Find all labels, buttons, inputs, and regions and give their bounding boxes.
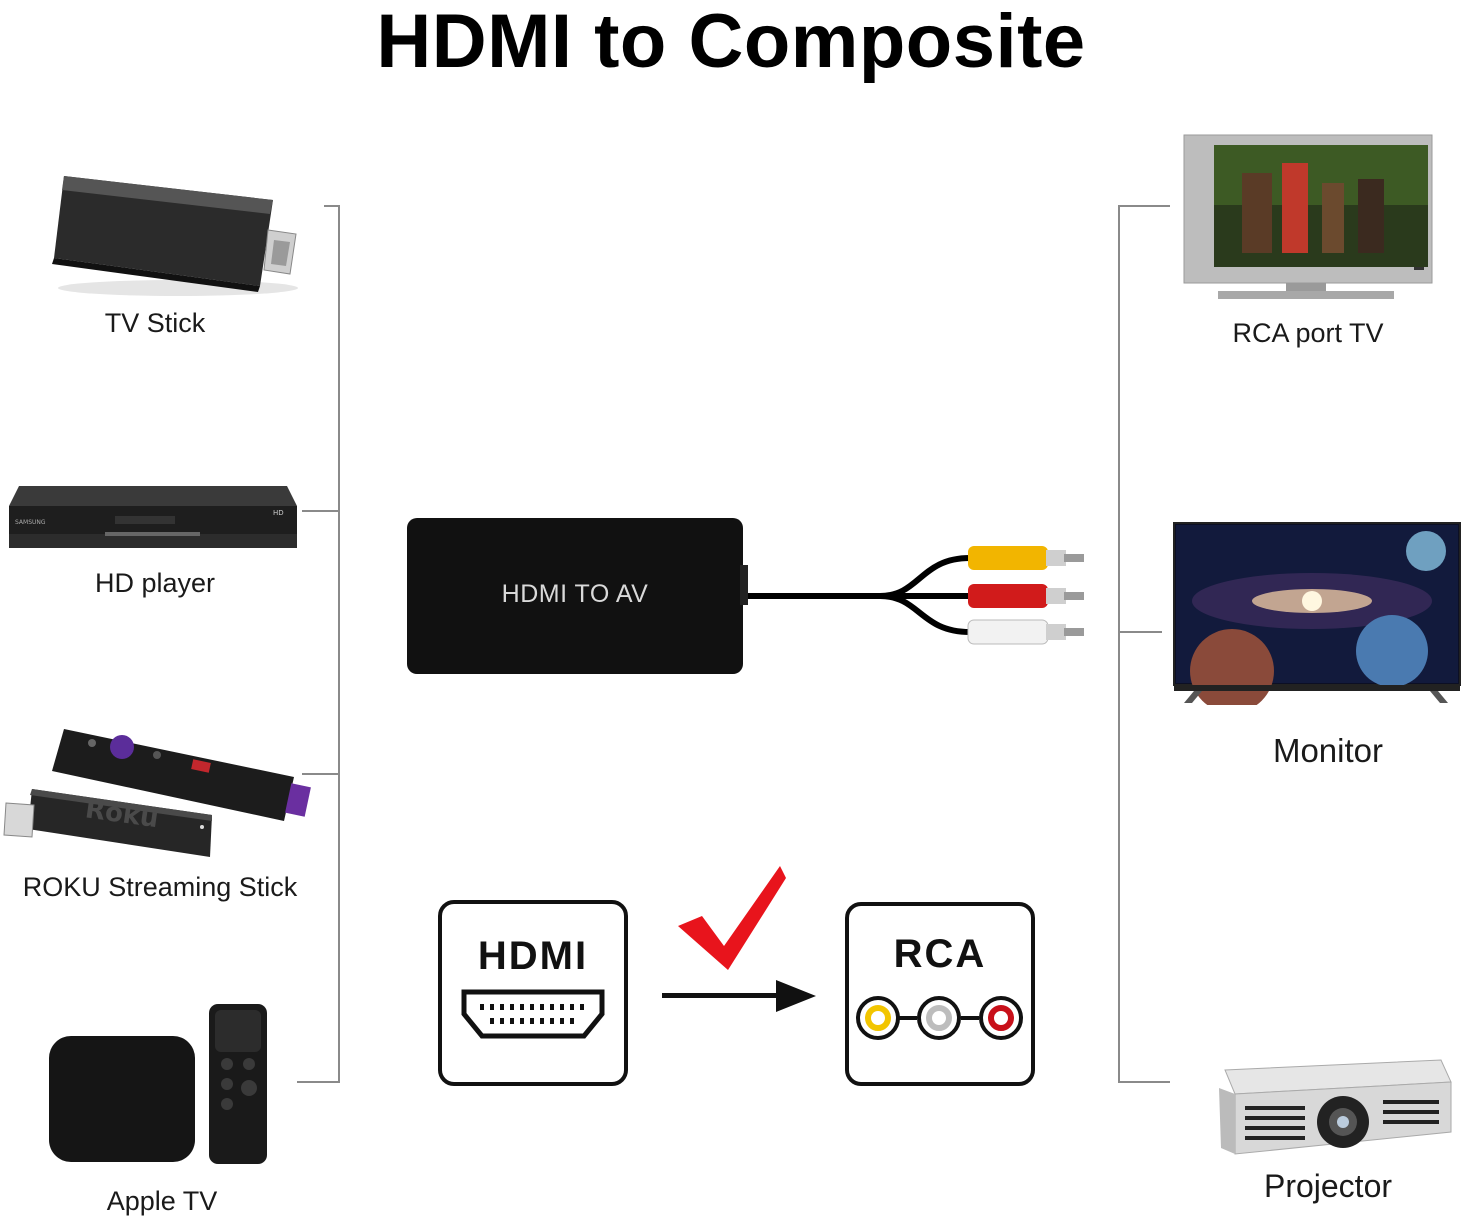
output-label-rca-tv: RCA port TV bbox=[1232, 318, 1384, 348]
svg-text:HD: HD bbox=[273, 509, 284, 517]
arrow-right-icon bbox=[662, 980, 816, 1012]
crt-tv-icon bbox=[1183, 134, 1433, 299]
rca-cables-icon bbox=[740, 546, 1084, 645]
left-bracket-tick-4 bbox=[297, 1081, 340, 1083]
rca-ports-icon bbox=[856, 996, 1023, 1040]
hdmi-port-icon bbox=[461, 989, 605, 1039]
adapter-label: HDMI TO AV bbox=[501, 580, 649, 608]
left-bracket-tick-3 bbox=[302, 773, 340, 775]
source-label-apple-tv: Apple TV bbox=[106, 1186, 218, 1216]
hdmi-to-av-adapter: HDMI TO AV bbox=[407, 518, 743, 674]
apple-tv-icon bbox=[49, 1004, 267, 1164]
right-bracket-tick-1 bbox=[1118, 205, 1170, 207]
output-label-projector: Projector bbox=[1263, 1168, 1393, 1204]
rca-box: RCA bbox=[845, 902, 1035, 1086]
right-bracket-tick-2 bbox=[1118, 631, 1162, 633]
projector-icon bbox=[1219, 1059, 1452, 1155]
left-bracket-tick-1 bbox=[324, 205, 340, 207]
source-label-roku: ROKU Streaming Stick bbox=[22, 872, 298, 902]
right-bracket-tick-3 bbox=[1118, 1081, 1170, 1083]
output-label-monitor: Monitor bbox=[1272, 732, 1384, 769]
hdmi-box: HDMI bbox=[438, 900, 628, 1086]
hd-player-icon: SAMSUNG HD bbox=[9, 486, 297, 548]
right-bracket-vertical bbox=[1118, 205, 1120, 1083]
roku-stick-icon: Roku bbox=[3, 729, 311, 857]
left-bracket-tick-2 bbox=[302, 510, 340, 512]
svg-text:SAMSUNG: SAMSUNG bbox=[15, 519, 46, 526]
source-label-hd-player: HD player bbox=[94, 568, 216, 598]
left-bracket-vertical bbox=[338, 205, 340, 1083]
source-label-tv-stick: TV Stick bbox=[104, 308, 206, 338]
hdmi-box-label: HDMI bbox=[477, 934, 589, 978]
tv-stick-icon bbox=[52, 176, 298, 296]
monitor-icon bbox=[1173, 522, 1461, 705]
rca-box-label: RCA bbox=[893, 932, 987, 976]
page-title: HDMI to Composite bbox=[376, 0, 1086, 84]
check-mark-icon bbox=[678, 866, 786, 970]
